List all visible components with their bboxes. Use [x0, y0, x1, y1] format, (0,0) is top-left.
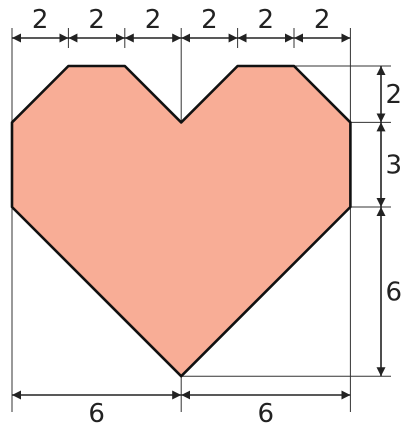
heart-shape [10, 64, 352, 378]
dimension-labels: 2 2 2 2 2 2 2 3 6 6 6 [32, 5, 402, 428]
top-dimension-label: 2 [145, 5, 162, 35]
right-dimension-label: 6 [385, 278, 402, 308]
extension-lines [11, 28, 391, 412]
dimension-lines [12, 33, 386, 400]
right-dimension-label: 3 [385, 151, 402, 181]
top-dimension-label: 2 [314, 5, 331, 35]
top-dimension-label: 2 [32, 5, 49, 35]
right-dimension-label: 2 [385, 80, 402, 110]
bottom-dimension-label: 6 [258, 399, 275, 428]
top-dimension-label: 2 [201, 5, 218, 35]
top-dimension-label: 2 [88, 5, 105, 35]
top-dimension-label: 2 [258, 5, 275, 35]
bottom-dimension-label: 6 [88, 399, 105, 428]
